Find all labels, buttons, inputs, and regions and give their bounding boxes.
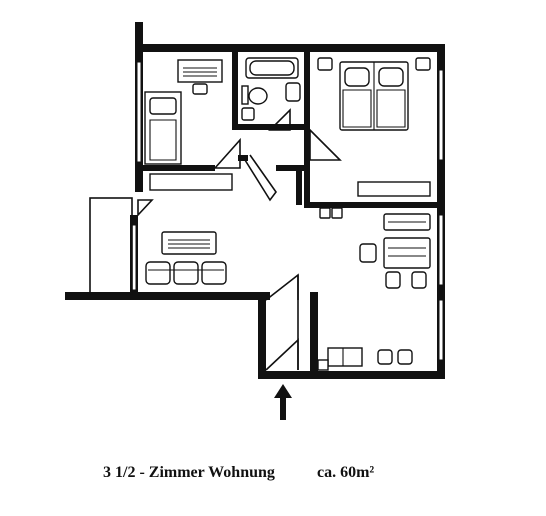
plan-caption: 3 1/2 - Zimmer Wohnung ca. 60m²: [0, 458, 546, 488]
dining-kitchen: [317, 213, 431, 371]
room-top-left: [144, 59, 223, 165]
windows: [131, 61, 444, 361]
living-room: [145, 173, 343, 285]
bathroom: [241, 57, 301, 121]
interior-walls: [143, 52, 437, 208]
balcony: [89, 197, 133, 295]
bedroom: [317, 57, 431, 197]
plan-title: 3 1/2 - Zimmer Wohnung: [103, 464, 275, 481]
arrow-up-icon: [274, 384, 292, 420]
plan-area: ca. 60m²: [317, 464, 375, 481]
doors: [137, 108, 342, 371]
